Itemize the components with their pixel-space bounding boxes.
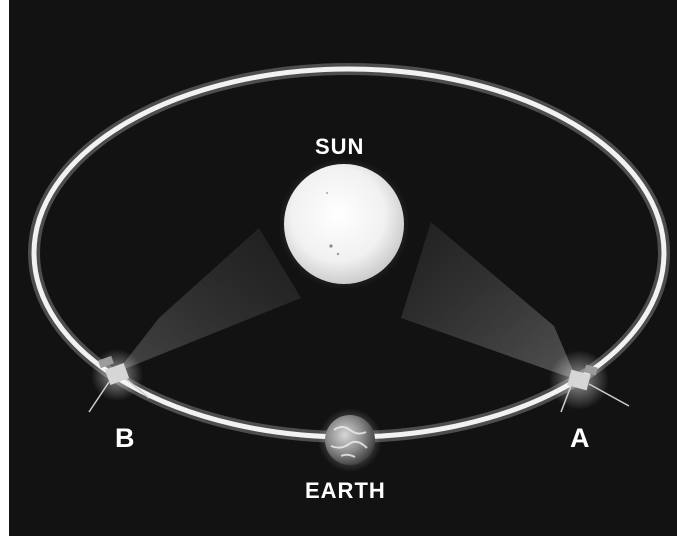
spacecraft-a-label: A	[570, 423, 591, 454]
spacecraft-b-label: B	[115, 423, 136, 454]
spacecraft-a-view-cone	[401, 222, 577, 380]
earth	[325, 415, 375, 465]
sun-label: SUN	[315, 134, 364, 160]
orbit-diagram	[9, 0, 677, 536]
sunspot	[337, 253, 339, 255]
sun	[284, 164, 404, 284]
earth-label: EARTH	[305, 478, 386, 504]
diagram-canvas: SUN EARTH B A	[9, 0, 677, 536]
spacecraft-b-view-cone	[117, 228, 301, 372]
sunspot	[329, 244, 332, 247]
sunspot	[326, 192, 328, 194]
spacecraft-a	[549, 350, 629, 412]
